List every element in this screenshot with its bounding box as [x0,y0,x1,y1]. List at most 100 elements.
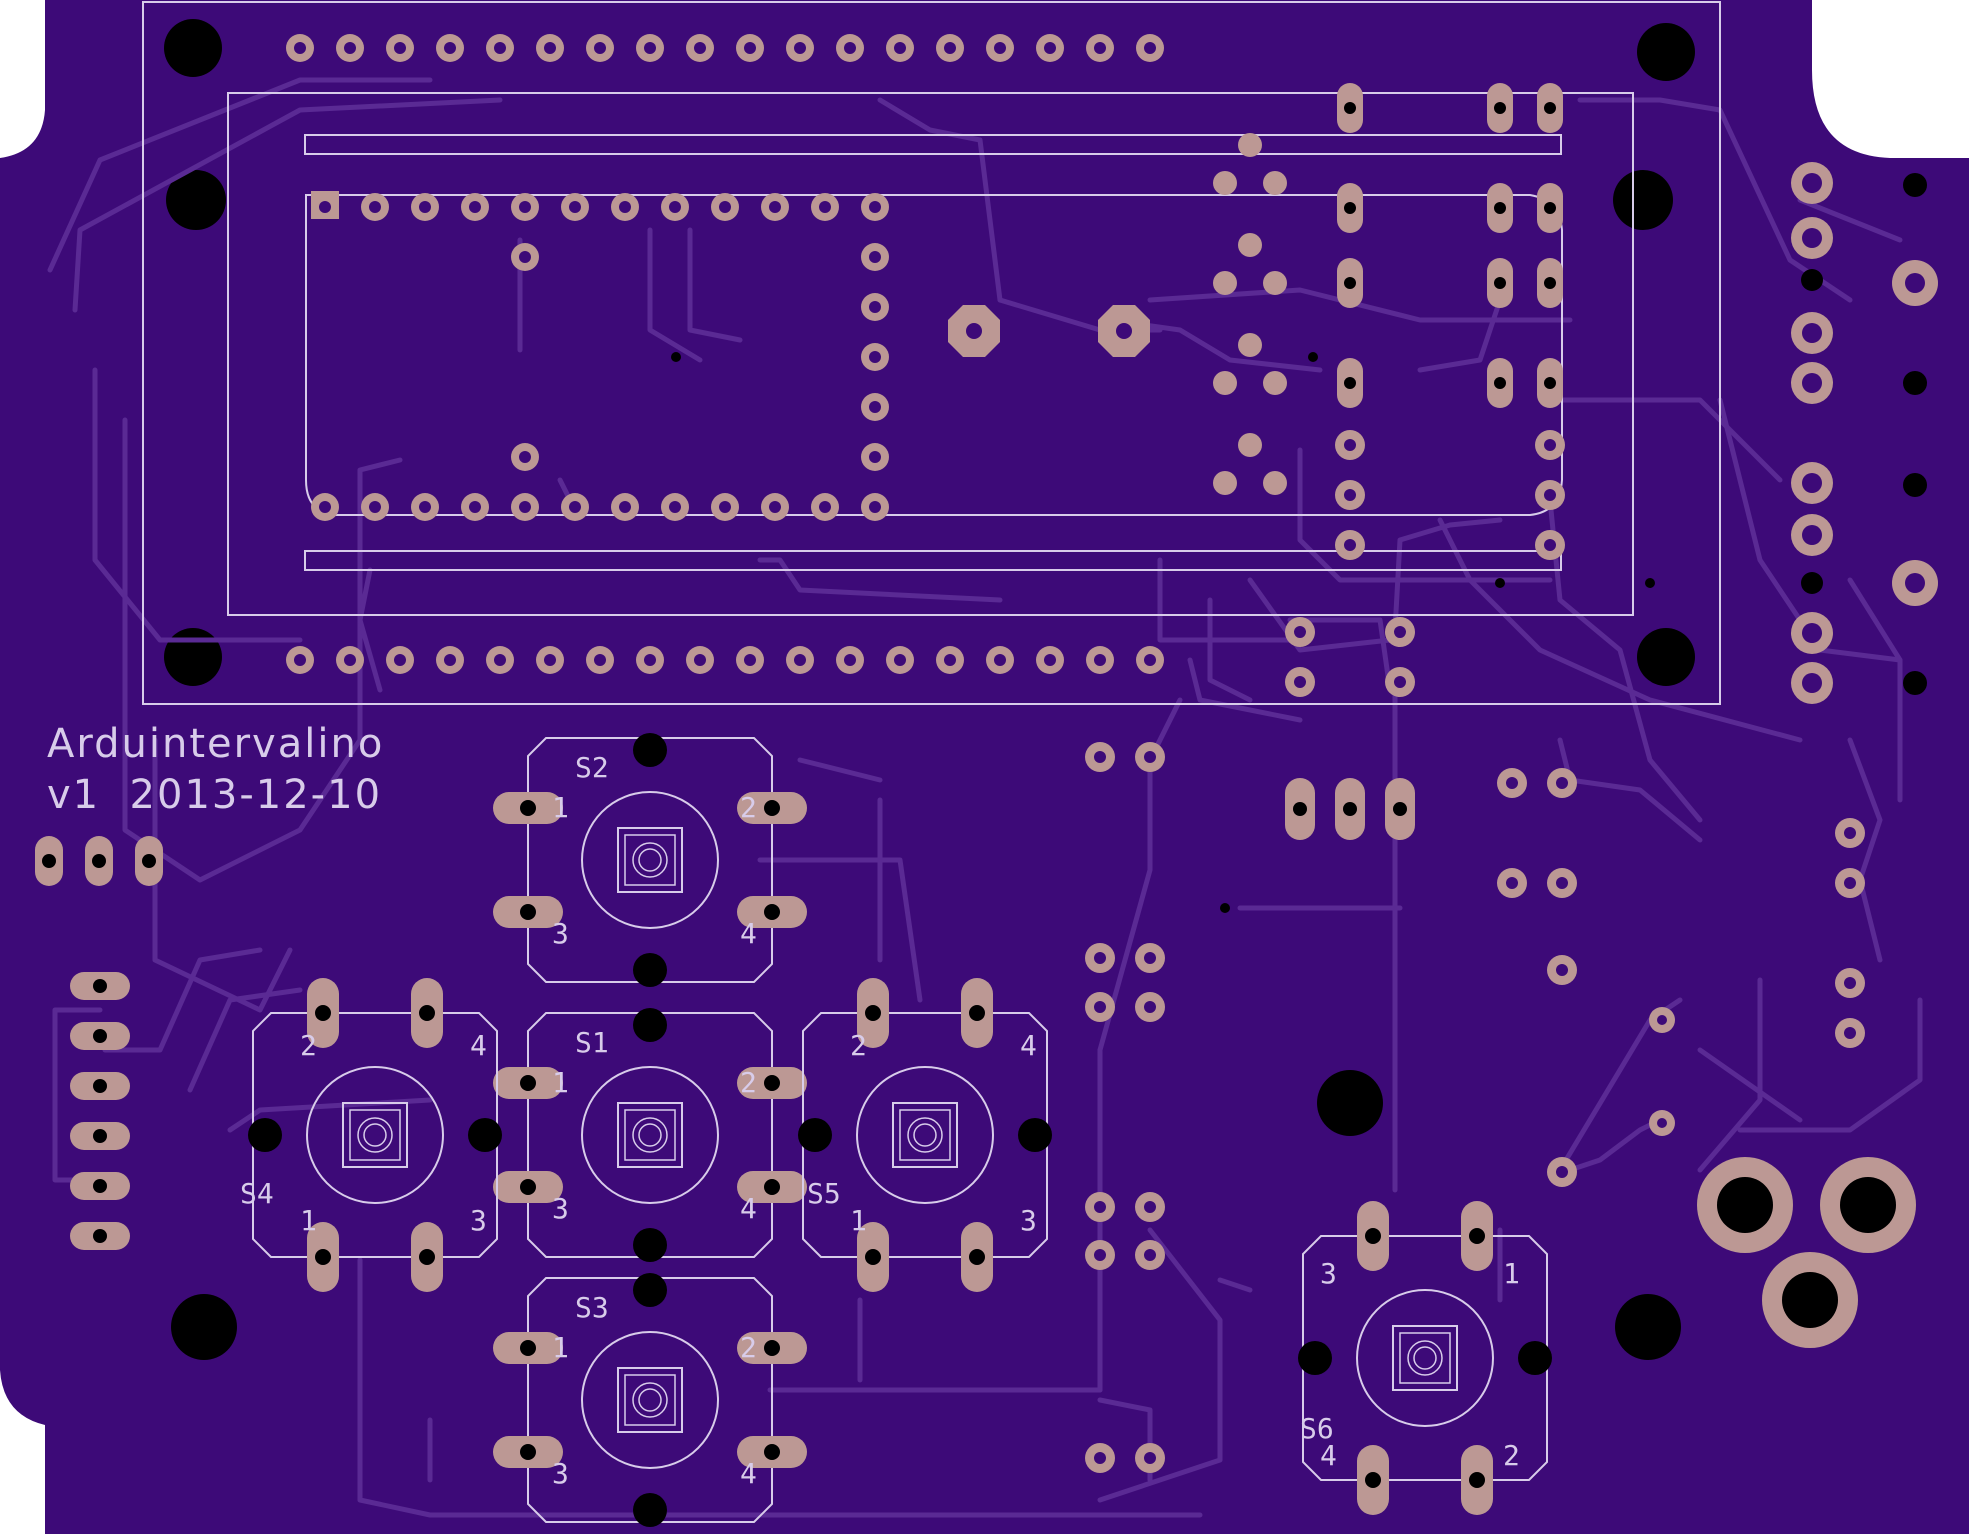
right-connector [1791,162,1938,704]
switch-cap-inner [913,1123,937,1147]
board-title: Arduintervalino [47,721,384,767]
switch-pad-drill [764,1179,780,1195]
switch-actuator [342,1102,408,1168]
passive-drills [1094,439,1856,1464]
switch-actuator-inner [624,834,676,886]
switch-pad-drill [969,1005,985,1021]
switch-mount-hole [633,1493,667,1527]
switch-pin-label: 3 [552,1192,569,1225]
switch-cap-inner [638,1123,662,1147]
switch-ref-label: S5 [807,1177,841,1210]
switch-pin-label: 2 [1503,1439,1520,1472]
switch-mount-hole [1018,1118,1052,1152]
switch-s4: S4 2 4 1 3 [240,978,502,1292]
switch-outline [527,1012,773,1258]
switch-pad-drill [520,1179,536,1195]
switch-pin-label: 2 [300,1029,317,1062]
switch-actuator [617,1367,683,1433]
switch-mount-hole [633,1008,667,1042]
switch-cap-inner [638,1388,662,1412]
vias [671,352,1655,913]
switch-ref-label: S2 [575,751,609,784]
switch-pin-label: 3 [470,1204,487,1237]
switch-pin-label: 4 [470,1029,487,1062]
switch-ring [581,791,719,929]
switch-actuator-inner [349,1109,401,1161]
switch-mount-hole [633,1273,667,1307]
switch-pin-label: 4 [740,1192,757,1225]
switch-actuator-inner [624,1374,676,1426]
switch-cap [632,842,668,878]
switch-pin-label: 1 [850,1204,867,1237]
switch-pin-label: 4 [740,1457,757,1490]
switch-pad-drill [520,1340,536,1356]
switch-mount-hole [468,1118,502,1152]
switch-pad-drill [764,904,780,920]
switch-pin-label: 2 [740,1066,757,1099]
switch-pin-label: 2 [740,1331,757,1364]
switch-cap-inner [363,1123,387,1147]
switch-pin-label: 3 [552,1457,569,1490]
board-version: v1 2013-12-10 [47,772,382,818]
switch-actuator [892,1102,958,1168]
switch-cap [1407,1340,1443,1376]
switch-cap-inner [638,848,662,872]
switch-ref-label: S4 [240,1177,274,1210]
switch-pad-drill [1469,1228,1485,1244]
switch-pin-label: 4 [740,917,757,950]
switch-outline [527,1277,773,1523]
switch-actuator-inner [899,1109,951,1161]
switch-ring [856,1066,994,1204]
switch-pin-label: 1 [300,1204,317,1237]
jack-pads [1697,1157,1916,1348]
switch-pin-label: 1 [552,791,569,824]
switch-cap [907,1117,943,1153]
switch-cap [357,1117,393,1153]
switch-actuator-inner [1399,1332,1451,1384]
switch-cap [632,1117,668,1153]
oval-drills [42,102,1556,1243]
switch-s1: S11 2 3 4 [493,1008,807,1262]
switch-mount-hole [633,953,667,987]
switch-ring [1356,1289,1494,1427]
switch-actuator [617,827,683,893]
switch-ref-label: S1 [575,1026,609,1059]
switch-outline [1302,1235,1548,1481]
switch-pad-drill [315,1249,331,1265]
switch-outline [802,1012,1048,1258]
switch-pin-label: 2 [850,1029,867,1062]
switch-pin-label: 3 [552,917,569,950]
switch-mount-hole [798,1118,832,1152]
switch-ref-label: S3 [575,1291,609,1324]
switch-ref-label: S6 [1300,1412,1334,1445]
switch-mount-hole [1298,1341,1332,1375]
switch-pad-drill [764,1075,780,1091]
switch-pin-label: 1 [552,1066,569,1099]
switch-pad-drill [1469,1472,1485,1488]
switch-pad-drill [520,800,536,816]
switch-mount-hole [633,1228,667,1262]
switch-pad-drill [764,800,780,816]
switch-actuator-inner [624,1109,676,1161]
switch-actuator [1392,1325,1458,1391]
switch-cap-inner [1413,1346,1437,1370]
mounting-holes [164,19,1695,1360]
switch-mount-hole [633,733,667,767]
switch-pad-drill [969,1249,985,1265]
switch-pad-drill [520,1444,536,1460]
switch-pad-drill [520,904,536,920]
switch-outline [527,737,773,983]
switch-pad-drill [865,1249,881,1265]
switch-pad-drill [1365,1472,1381,1488]
switch-pad-drill [419,1249,435,1265]
switch-ring [581,1331,719,1469]
switch-pad-drill [419,1005,435,1021]
switch-pin-label: 3 [1020,1204,1037,1237]
